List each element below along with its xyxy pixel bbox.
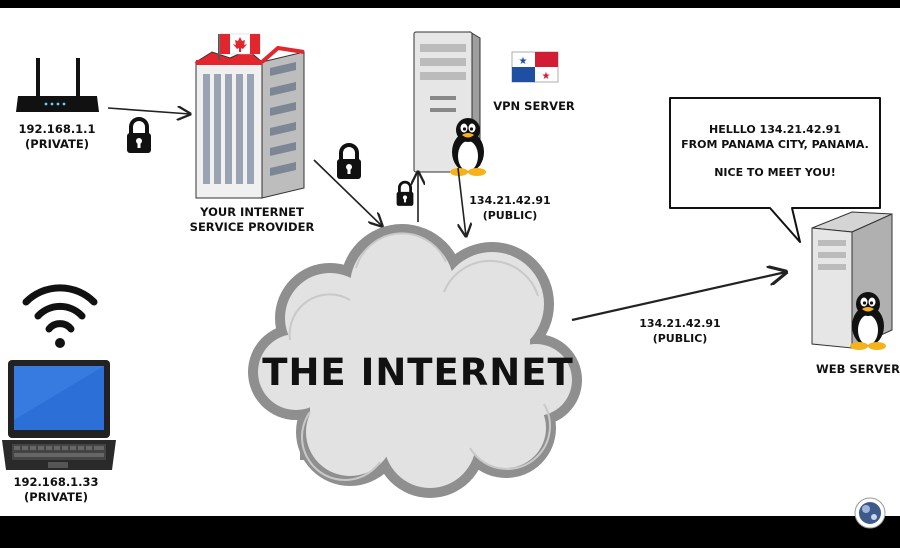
laptop-type: (PRIVATE) [24,490,88,504]
router-to-isp-arrow [107,108,190,114]
vpn-public-ip: 134.21.42.91 [469,194,550,207]
svg-text:★: ★ [519,56,528,67]
vpn-public-type: (PUBLIC) [483,209,538,222]
channel-badge-icon [854,497,886,529]
laptop-icon [2,360,116,470]
web-server-label: WEB SERVER [816,362,900,376]
internet-label: THE INTERNET [262,351,574,394]
web-public-ip: 134.21.42.91 [639,317,720,330]
isp-building-icon [194,33,305,199]
router-type: (PRIVATE) [25,137,89,151]
vpn-server-label: VPN SERVER [493,99,575,113]
internet-cloud [248,224,582,498]
isp-label-line2: SERVICE PROVIDER [190,220,315,234]
router-icon [16,58,99,112]
web-public-type: (PUBLIC) [653,332,708,345]
speech-line2: FROM PANAMA CITY, PANAMA. [681,138,869,151]
speech-bubble [669,97,881,243]
panama-flag-icon: ★ ★ [511,51,559,83]
isp-label-line1: YOUR INTERNET [199,205,304,219]
vpn-to-internet-arrow [457,167,466,236]
wifi-dot [55,338,65,348]
router-ip: 192.168.1.1 [18,122,95,136]
speech-line1: HELLLO 134.21.42.91 [709,123,841,136]
laptop-ip: 192.168.1.33 [13,475,98,489]
isp-to-internet-arrow [313,159,382,226]
speech-line3: NICE TO MEET YOU! [714,166,836,179]
wifi-icon [22,284,98,333]
svg-text:★: ★ [542,71,551,82]
web-server-icon [811,211,893,349]
internet-to-web-arrow [571,272,786,322]
